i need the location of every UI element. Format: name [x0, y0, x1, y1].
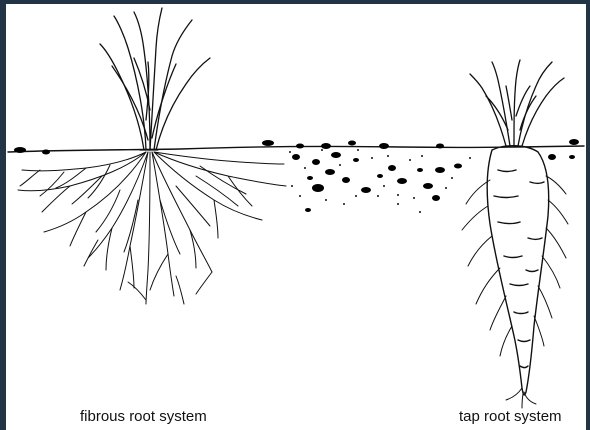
fibrous-roots [18, 152, 286, 304]
fibrous-plant-shoot [100, 8, 210, 150]
tap-root-label: tap root system [459, 408, 562, 425]
carrot-leaves [470, 60, 564, 146]
carrot-taproot [487, 146, 548, 395]
carrot-lateral-roots [462, 176, 568, 408]
soil-surface-line [8, 146, 584, 152]
soil-dots [289, 149, 471, 213]
fibrous-root-label: fibrous root system [80, 408, 207, 425]
